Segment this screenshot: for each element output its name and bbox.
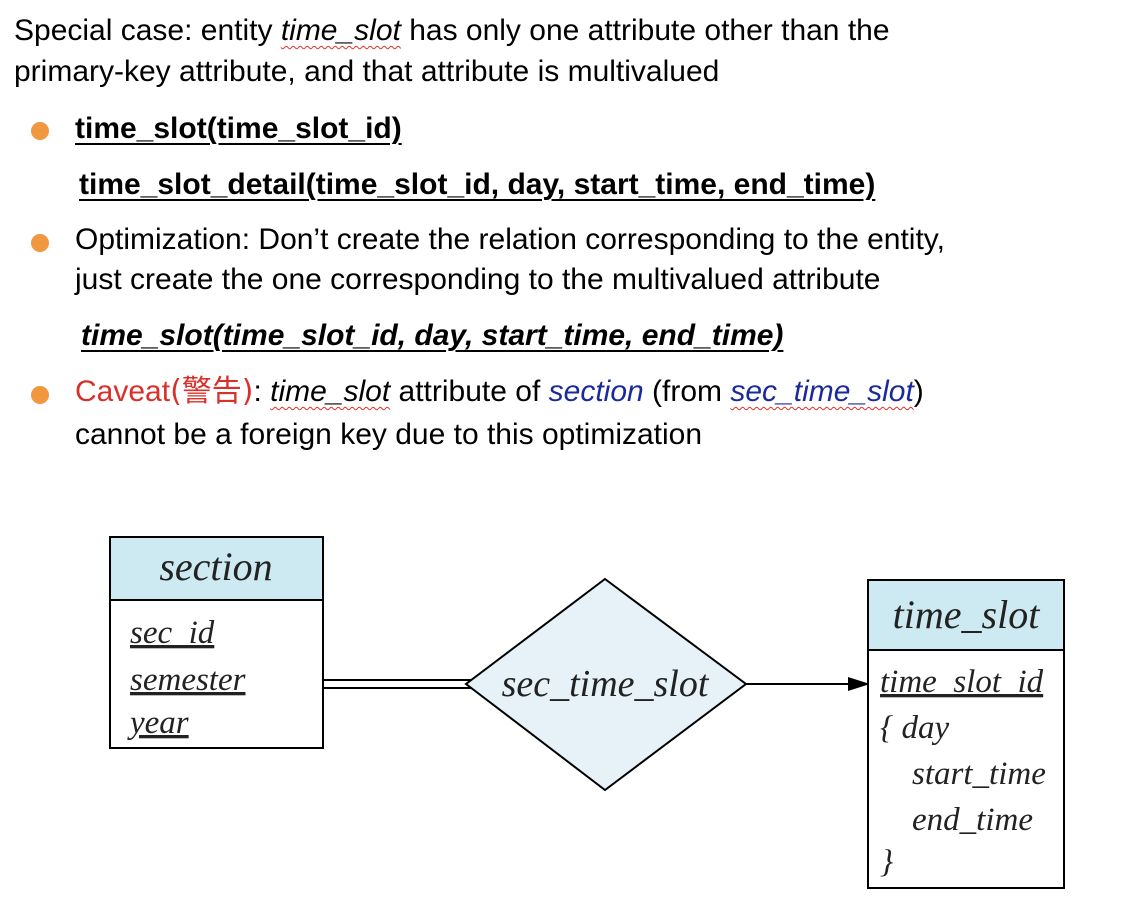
time-slot-attr-day: { day [880,710,949,746]
time-slot-attr-end: end_time [912,802,1033,838]
intro-text-line2: primary-key attribute, and that attribut… [14,55,720,88]
schema-time-slot: time_slot(time_slot_id) [75,112,402,145]
section-entity: section sec_id semester year [109,536,324,749]
caveat-colon: : [253,375,271,408]
caveat-text-2: cannot be a foreign key due to this opti… [75,418,703,451]
bullet-1-schema-2: time_slot_detail(time_slot_id, day, star… [79,167,875,203]
time-slot-entity: time_slot time_slot_id { day start_time … [867,579,1065,889]
optimization-text-1: Optimization: Don’t create the relation … [75,223,945,256]
bullet-2-dot [31,234,49,252]
intro-text-post: has only one attribute other than the [400,14,890,47]
time-slot-attr-id: time_slot_id [880,664,1044,700]
caveat-mid: attribute of [390,375,549,408]
intro-text-pre: Special case: entity [14,14,281,47]
relationship-label: sec_time_slot [502,663,710,705]
bullet-3-dot [31,386,49,404]
bullet-2-schema: time_slot(time_slot_id, day, start_time,… [81,318,783,354]
section-body-box [109,599,324,749]
bullet-1-dot [31,122,49,140]
section-attr-year: year [127,705,189,741]
bullet-3-line-1: Caveat(警告): time_slot attribute of secti… [75,374,924,410]
time-slot-title: time_slot [893,592,1041,637]
schema-time-slot-optimized: time_slot(time_slot_id, day, start_time,… [81,319,784,352]
section-title: section [159,544,272,589]
caveat-label: Caveat [75,375,171,408]
section-attr-sec-id: sec_id [130,615,215,651]
schema-time-slot-detail: time_slot_detail(time_slot_id, day, star… [79,168,876,201]
relationship-diamond [464,577,748,792]
time-slot-attr-start: start_time [912,756,1046,792]
section-attr-semester: semester [130,662,246,698]
time-slot-attr-close-brace: } [880,844,893,880]
intro-line-2: primary-key attribute, and that attribut… [14,54,719,90]
caveat-relationship: sec_time_slot [730,375,914,408]
caveat-entity: section [548,375,644,408]
optimization-text-2: just create the one corresponding to the… [75,263,881,296]
section-header-box [109,536,324,601]
bullet-2-line-2: just create the one corresponding to the… [75,262,881,298]
bullet-1-schema-1: time_slot(time_slot_id) [75,111,402,147]
intro-line-1: Special case: entity time_slot has only … [14,13,890,49]
bullet-3-line-2: cannot be a foreign key due to this opti… [75,417,702,453]
relationship-sec-time-slot: sec_time_slot [464,577,748,792]
caveat-from-open: (from [643,375,731,408]
caveat-attr: time_slot [270,375,391,408]
time-slot-body-box [867,649,1065,889]
bullet-2-line-1: Optimization: Don’t create the relation … [75,222,945,258]
intro-entity: time_slot [280,14,401,47]
caveat-cjk: (警告) [170,374,254,409]
caveat-from-close: ) [913,375,924,408]
